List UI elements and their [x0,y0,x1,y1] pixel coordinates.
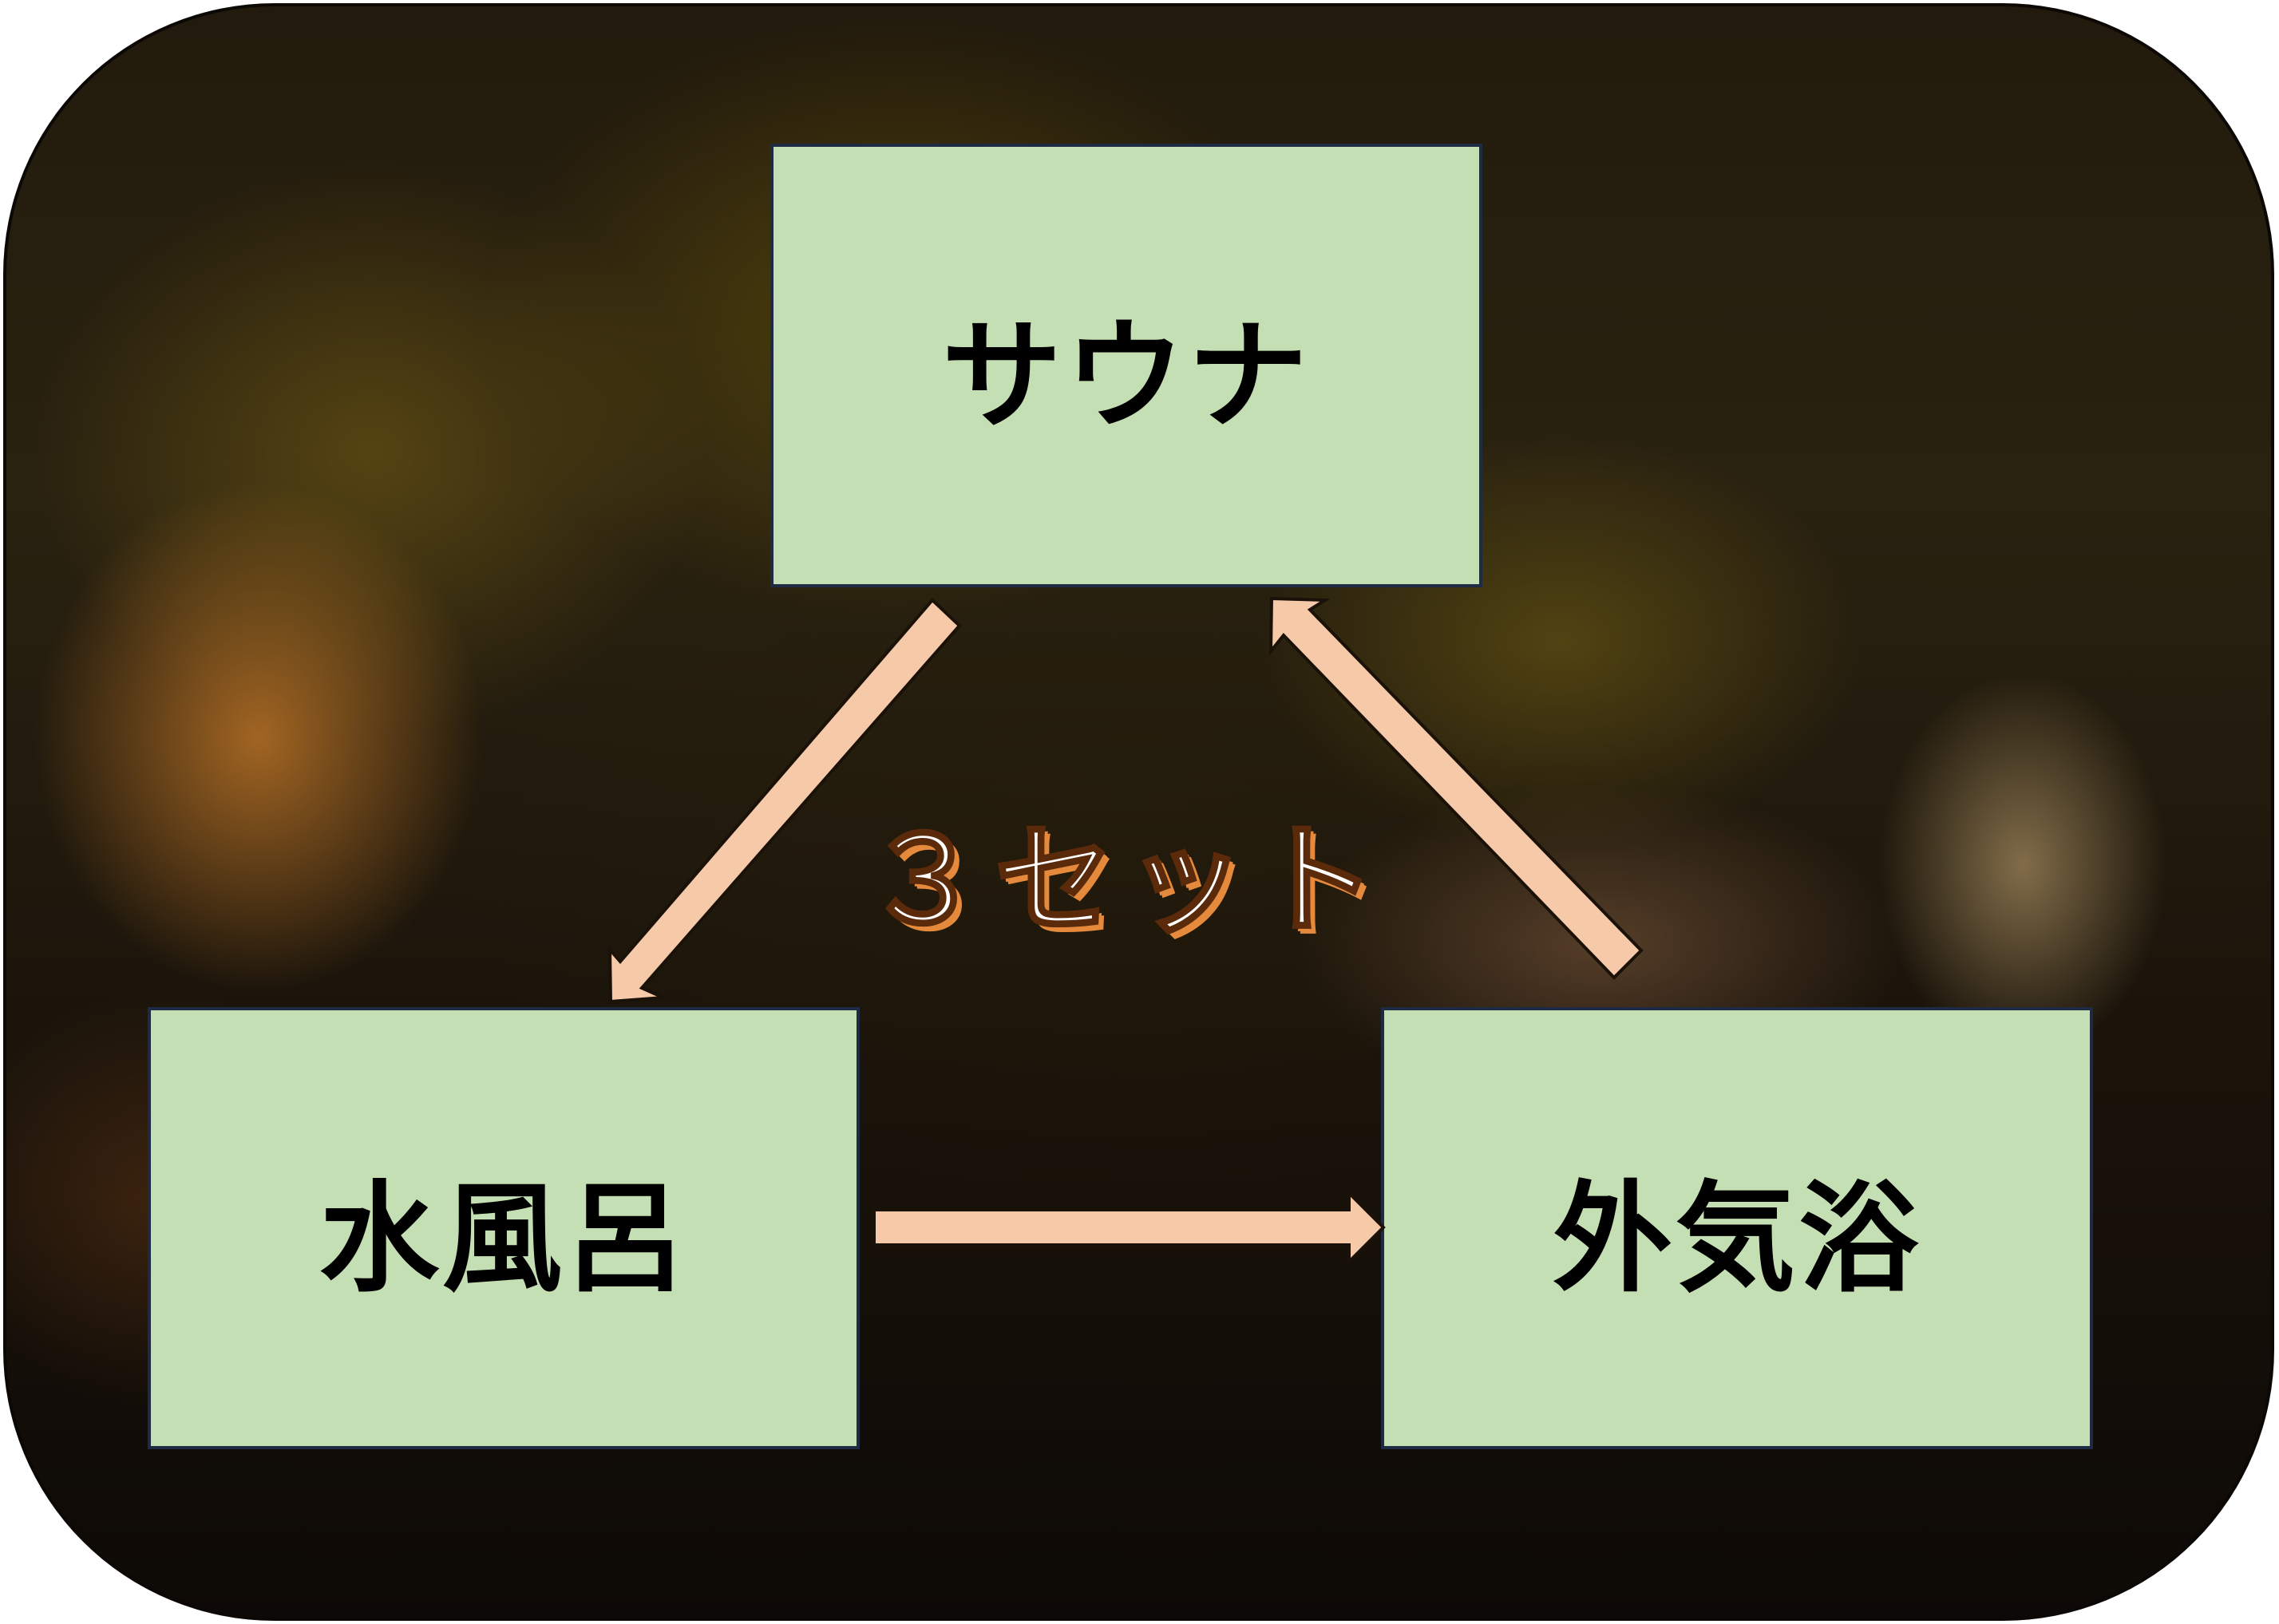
node-outdoor-rest-label: 外気浴 [1552,1169,1921,1309]
node-outdoor-rest: 外気浴 [1381,1007,2093,1449]
node-sauna-label: サウナ [941,306,1311,446]
arrow-sauna-to-cold-bath [607,598,962,1004]
node-cold-bath-label: 水風呂 [319,1169,688,1309]
node-sauna: サウナ [770,144,1482,587]
node-cold-bath: 水風呂 [148,1007,860,1449]
sets-count-label: ３セット [862,810,1387,952]
arrow-cold-bath-to-outdoor-rest [872,1189,1386,1266]
arrow-outdoor-rest-to-sauna [1268,596,1644,980]
